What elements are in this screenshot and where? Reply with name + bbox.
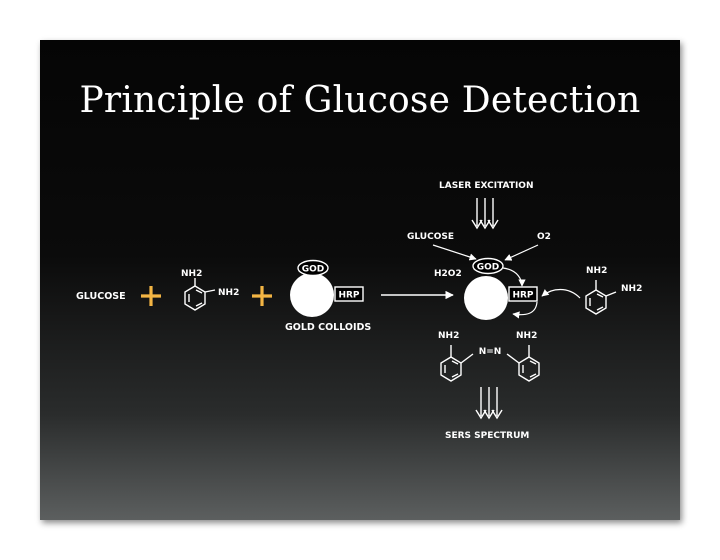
nh2-label-right-side: NH2	[621, 284, 642, 294]
laser-excitation-label: LASER EXCITATION	[439, 181, 534, 191]
slide: Principle of Glucose Detection GLUCOSE N…	[40, 40, 680, 520]
gold-colloid-left	[290, 259, 364, 317]
hrp-label-left: HRP	[338, 291, 359, 301]
glucose-to-god-arrow	[432, 244, 477, 261]
gold-colloids-label: GOLD COLLOIDS	[285, 322, 371, 333]
sers-spectrum-label: SERS SPECTRUM	[445, 431, 529, 441]
slide-title: Principle of Glucose Detection	[79, 80, 641, 121]
nh2-label-side: NH2	[218, 288, 239, 298]
o2-label: O2	[537, 232, 551, 242]
azo-bond-label: N=N	[479, 347, 502, 357]
h2o2-transfer-arrow	[502, 267, 526, 287]
god-label-right: GOD	[477, 263, 500, 273]
o-phenylenediamine-molecule-right	[585, 280, 617, 315]
plus-sign-2	[252, 286, 272, 306]
hrp-output-arrow	[512, 301, 538, 319]
glucose-label-right: GLUCOSE	[407, 232, 454, 242]
plus-sign-1	[141, 286, 161, 306]
azo-product-molecule	[440, 345, 540, 382]
o-phenylenediamine-molecule	[184, 278, 216, 311]
laser-arrows-icon	[471, 198, 499, 230]
o2-to-god-arrow	[504, 244, 539, 261]
glucose-detection-diagram: GLUCOSE NH2 NH2 GOD HRP GOLD COLLOIDS	[76, 181, 642, 441]
gold-colloid-right	[464, 257, 538, 320]
h2o2-label: H2O2	[434, 269, 462, 279]
hrp-label-right: HRP	[512, 291, 533, 301]
azo-nh2-label-left: NH2	[438, 331, 459, 341]
substrate-arrow	[541, 288, 581, 299]
nh2-label-right-top: NH2	[586, 266, 607, 276]
god-label-left: GOD	[302, 265, 325, 275]
sers-arrows-icon	[475, 387, 503, 420]
azo-nh2-label-right: NH2	[516, 331, 537, 341]
nh2-label-top: NH2	[181, 269, 202, 279]
glucose-label-left: GLUCOSE	[76, 291, 126, 302]
